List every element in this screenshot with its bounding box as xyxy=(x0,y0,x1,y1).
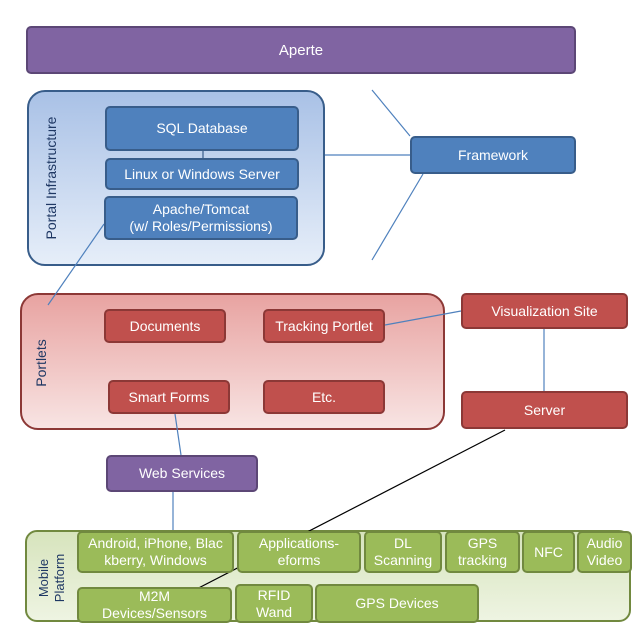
mobile-platform-label-line1: Mobile xyxy=(36,558,51,598)
portal-infrastructure-label: Portal Infrastructure xyxy=(43,116,59,240)
visualization-site-label: Visualization Site xyxy=(491,302,598,319)
rfid-wand-box[interactable]: RFID Wand xyxy=(235,584,313,623)
nfc-box[interactable]: NFC xyxy=(522,531,575,573)
android-iphone-line1: Android, iPhone, Blac xyxy=(88,535,223,551)
applications-eforms-box[interactable]: Applications- eforms xyxy=(237,531,361,573)
connector-aperte-framework xyxy=(371,89,411,137)
linux-windows-server-label: Linux or Windows Server xyxy=(124,165,280,182)
documents-label: Documents xyxy=(129,317,201,334)
mobile-platform-label-line2: Platform xyxy=(52,553,67,603)
tracking-portlet-box[interactable]: Tracking Portlet xyxy=(263,309,385,343)
connector-framework-down xyxy=(371,173,424,261)
visualization-site-box[interactable]: Visualization Site xyxy=(461,293,628,329)
android-iphone-box[interactable]: Android, iPhone, Blac kberry, Windows xyxy=(77,531,234,573)
framework-label: Framework xyxy=(457,146,528,163)
portlets-label: Portlets xyxy=(33,339,49,387)
audio-video-line2: Video xyxy=(586,552,623,568)
apache-tomcat-line2: (w/ Roles/Permissions) xyxy=(129,218,273,234)
sql-database-box[interactable]: SQL Database xyxy=(105,106,299,151)
server-label: Server xyxy=(523,401,566,418)
audio-video-box[interactable]: Audio Video xyxy=(577,531,632,573)
etc-label: Etc. xyxy=(311,388,337,405)
apache-tomcat-line1: Apache/Tomcat xyxy=(152,201,250,217)
audio-video-line1: Audio xyxy=(586,535,623,551)
android-iphone-line2: kberry, Windows xyxy=(104,552,207,568)
m2m-devices-line1: M2M xyxy=(138,588,171,604)
dl-scanning-line2: Scanning xyxy=(373,552,433,568)
mobile-platform-label: Mobile Platform xyxy=(36,548,70,608)
rfid-wand-line2: Wand xyxy=(255,603,293,620)
aperte-bar[interactable]: Aperte xyxy=(26,26,576,74)
gps-devices-label: GPS Devices xyxy=(355,595,439,611)
apache-tomcat-box[interactable]: Apache/Tomcat (w/ Roles/Permissions) xyxy=(104,196,298,240)
dl-scanning-line1: DL xyxy=(394,535,412,551)
server-box[interactable]: Server xyxy=(461,391,628,429)
applications-eforms-line2: eforms xyxy=(277,552,321,568)
nfc-label: NFC xyxy=(534,543,563,560)
framework-box[interactable]: Framework xyxy=(410,136,576,174)
aperte-label: Aperte xyxy=(278,41,324,59)
dl-scanning-box[interactable]: DL Scanning xyxy=(364,531,442,573)
smart-forms-label: Smart Forms xyxy=(128,388,210,405)
tracking-portlet-label: Tracking Portlet xyxy=(275,317,373,334)
sql-database-label: SQL Database xyxy=(156,120,248,136)
web-services-box[interactable]: Web Services xyxy=(106,455,258,492)
web-services-label: Web Services xyxy=(138,465,226,481)
applications-eforms-line1: Applications- xyxy=(258,535,340,551)
m2m-devices-line2: Devices/Sensors xyxy=(101,605,208,621)
documents-box[interactable]: Documents xyxy=(104,309,226,343)
gps-tracking-line1: GPS xyxy=(467,535,498,551)
m2m-devices-box[interactable]: M2M Devices/Sensors xyxy=(77,587,232,623)
smart-forms-box[interactable]: Smart Forms xyxy=(108,380,230,414)
gps-tracking-box[interactable]: GPS tracking xyxy=(445,531,520,573)
gps-tracking-line2: tracking xyxy=(457,552,508,568)
gps-devices-box[interactable]: GPS Devices xyxy=(315,584,479,623)
rfid-wand-line1: RFID xyxy=(257,586,291,603)
etc-box[interactable]: Etc. xyxy=(263,380,385,414)
linux-windows-server-box[interactable]: Linux or Windows Server xyxy=(105,158,299,190)
